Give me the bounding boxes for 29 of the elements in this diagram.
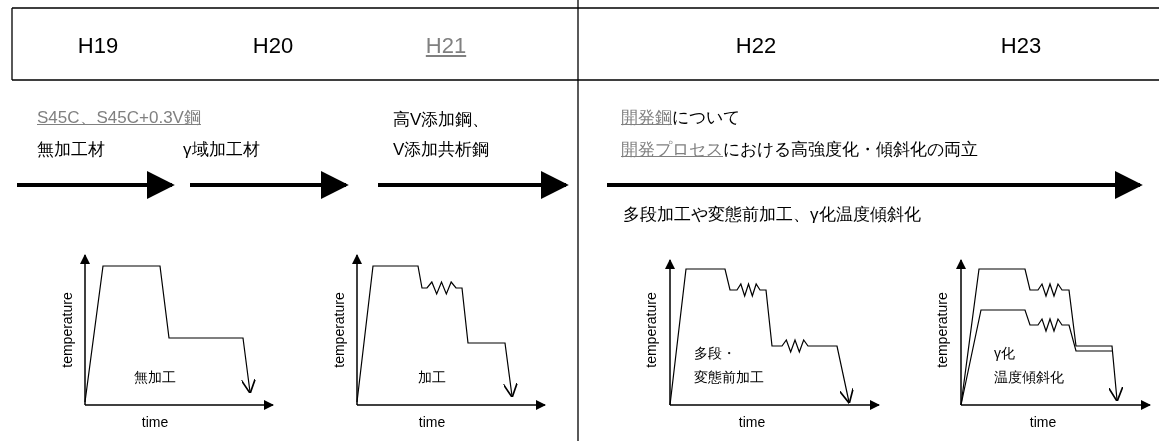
process-label: γ化 [994,346,1015,362]
axis-label: time [1029,415,1057,431]
axis-label: time [418,415,446,431]
year-label: H22 [735,34,777,59]
year-label: H19 [77,34,119,59]
phase-label: について [672,109,740,128]
phase-label: V添加共析鋼 [393,141,490,160]
process-label: 無加工 [134,370,176,386]
axis-label: temperature [60,292,76,368]
process-label: 多段・ [694,346,736,362]
process-link: 開発プロセス [621,141,723,160]
phase-label: 高V添加鋼、 [393,111,490,130]
axis-label: temperature [644,292,660,368]
phase-label: γ域加工材 [183,141,260,160]
material-link: S45C、S45C+0.3V鋼 [37,109,201,128]
phase-label: 無加工材 [37,141,105,160]
process-label: 変態前加工 [694,370,764,386]
year-link: H21 [425,34,467,59]
axis-label: time [738,415,766,431]
year-label: H20 [252,34,294,59]
axis-label: temperature [935,292,951,368]
year-label: H23 [1000,34,1042,59]
axis-label: time [141,415,169,431]
process-label: 加工 [418,370,446,386]
steel-link: 開発鋼 [621,109,672,128]
phase-label: における高強度化・傾斜化の両立 [723,141,978,160]
axis-label: temperature [332,292,348,368]
process-label: 温度傾斜化 [994,370,1064,386]
method-label: 多段加工や変態前加工、γ化温度傾斜化 [623,206,921,225]
